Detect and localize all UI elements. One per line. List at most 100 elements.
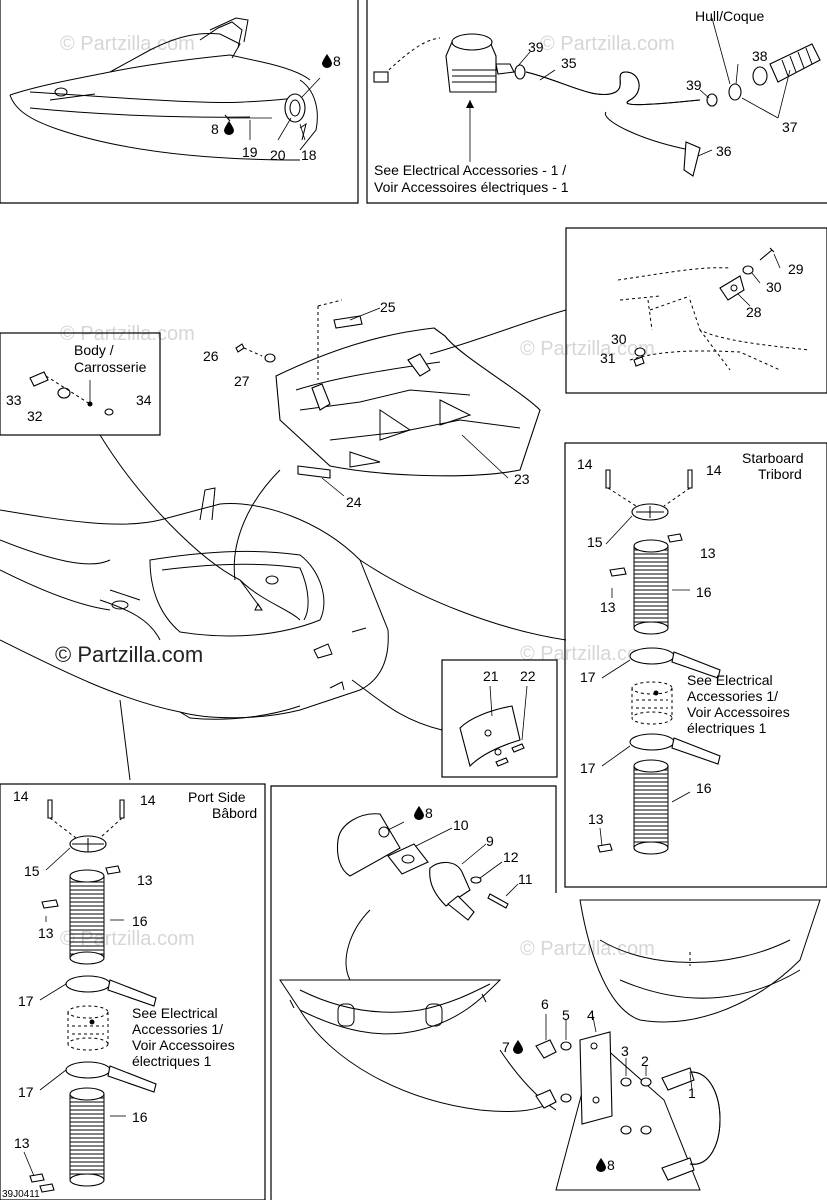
callout-15: 15 [24,863,40,879]
callout-36: 36 [716,143,732,159]
callout-21: 21 [483,668,499,684]
callout-32: 32 [27,408,43,424]
starboard-vent-illustration [597,469,721,855]
callout-39: 39 [528,39,544,55]
callout-16: 16 [132,913,148,929]
callout-24: 24 [346,494,362,510]
callout-31: 31 [600,350,616,366]
callout-6: 6 [541,996,549,1012]
storage-tray-illustration [99,299,567,581]
panel-hull-fitting-frame [0,0,359,204]
port-label-line1: Port Side [188,789,246,805]
callout-13: 13 [137,872,153,888]
callout-13: 13 [600,599,616,615]
diagram-code: 39J0411 [2,1189,40,1200]
callout-23: 23 [514,471,530,487]
port-label-line2: Bâbord [212,805,257,821]
watermark-text: © Partzilla.com [60,323,195,345]
watermark-text: © Partzilla.com [520,338,655,360]
callout-14: 14 [13,788,29,804]
callout-30: 30 [611,331,627,347]
panel-bilge-pump-frame [366,0,827,204]
callout-27: 27 [234,373,250,389]
watermark-text: © Partzilla.com [540,33,675,55]
callout-14: 14 [140,792,156,808]
callout-17: 17 [18,993,34,1009]
callout-12: 12 [503,849,519,865]
callout-13: 13 [38,925,54,941]
callout-5: 5 [562,1007,570,1023]
callout-17: 17 [18,1084,34,1100]
panel-port-vent-frame [0,783,266,1200]
callout-37: 37 [782,119,798,135]
callout-2: 2 [641,1053,649,1069]
drain-plug-illustration [279,813,821,1191]
hull-label: Hull/Coque [695,8,764,24]
callout-16: 16 [696,584,712,600]
callout-13: 13 [588,811,604,827]
callout-8: 8 [333,53,341,69]
panel-drain-plug-frame [270,785,557,1200]
watermark-text-prominent: © Partzilla.com [55,642,203,667]
callout-1: 1 [688,1085,696,1101]
panel-body-fastener-frame [0,332,161,436]
callout-15: 15 [587,534,603,550]
starboard-label-line1: Starboard [742,450,803,466]
electrical-note-port-line2: Accessories 1/ [132,1021,223,1037]
callout-17: 17 [580,669,596,685]
electrical-note-starboard-line2: Accessories 1/ [687,688,778,704]
callout-4: 4 [587,1007,595,1023]
callout-16: 16 [696,780,712,796]
callout-26: 26 [203,348,219,364]
callout-28: 28 [746,304,762,320]
callout-39: 39 [686,77,702,93]
callout-3: 3 [621,1043,629,1059]
callout-18: 18 [301,147,317,163]
callout-8: 8 [607,1157,615,1173]
body-label-line1: Body / [74,342,114,358]
callout-14: 14 [706,462,722,478]
callout-10: 10 [453,817,469,833]
callout-33: 33 [6,392,22,408]
panel-clip-detail-frame [441,659,558,778]
electrical-note-port-line3: Voir Accessoires [132,1037,235,1053]
callout-7: 7 [502,1039,510,1055]
callout-13: 13 [700,545,716,561]
callout-11: 11 [518,871,533,887]
callout-30: 30 [766,279,782,295]
electrical-note-port-line1: See Electrical [132,1005,218,1021]
bilge-pump-illustration [373,17,821,177]
callout-25: 25 [380,299,396,315]
hull-front-illustration [9,17,321,161]
callout-29: 29 [788,261,804,277]
clip-detail-illustration [459,685,528,768]
electrical-note-port-line4: électriques 1 [132,1053,212,1069]
electrical-note-starboard-line3: Voir Accessoires [687,704,790,720]
callout-20: 20 [270,147,286,163]
fastener-detail-illustration [617,247,811,371]
vessel-deck-illustration [0,487,567,781]
body-fastener-illustration [29,371,114,416]
watermarks: © Partzilla.com © Partzilla.com © Partzi… [55,33,675,960]
starboard-label-line2: Tribord [758,466,802,482]
watermark-text: © Partzilla.com [520,938,655,960]
callout-34: 34 [136,392,152,408]
callout-9: 9 [486,833,494,849]
callout-8: 8 [211,121,219,137]
callout-14: 14 [577,456,593,472]
port-vent-illustration [23,799,157,1193]
electrical-note-top-line1: See Electrical Accessories - 1 / [374,162,566,178]
electrical-note-starboard-line1: See Electrical [687,672,773,688]
panel-starboard-vent-frame [564,442,827,888]
callout-8: 8 [425,805,433,821]
panel-fastener-detail-frame [565,227,827,394]
callout-38: 38 [752,48,768,64]
callout-17: 17 [580,760,596,776]
callout-19: 19 [242,144,258,160]
electrical-note-starboard-line4: électriques 1 [687,720,767,736]
callout-35: 35 [561,55,577,71]
callout-13: 13 [14,1135,30,1151]
electrical-note-top-line2: Voir Accessoires électriques - 1 [374,179,569,195]
callout-16: 16 [132,1109,148,1125]
watermark-text: © Partzilla.com [60,33,195,55]
